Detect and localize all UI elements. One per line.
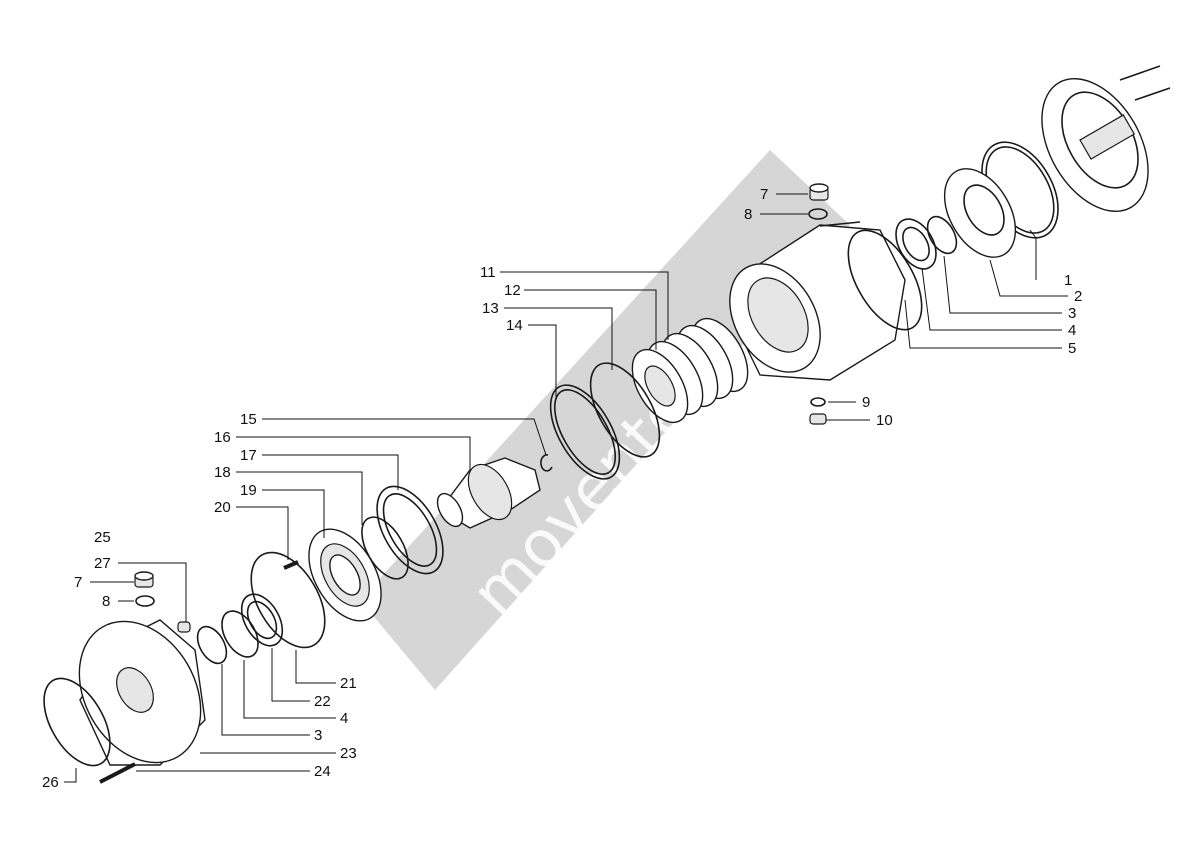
callout-24: 24 <box>314 763 331 780</box>
part-cover-2 <box>943 168 1017 258</box>
callout-8: 8 <box>744 206 752 223</box>
callout-13: 13 <box>482 300 499 317</box>
callout-25: 25 <box>94 529 111 546</box>
part-circlip-15 <box>540 454 553 472</box>
callout-18: 18 <box>214 464 231 481</box>
part-clutch-discs-11-12 <box>631 317 749 424</box>
leader-lines <box>64 193 1068 783</box>
callout-8b: 8 <box>102 593 110 610</box>
callout-11: 11 <box>480 264 496 281</box>
callout-9: 9 <box>862 394 870 411</box>
callout-3: 3 <box>1068 305 1076 322</box>
part-ring-4 <box>895 218 937 270</box>
part-oring-8-lower <box>135 595 155 607</box>
callout-23: 23 <box>340 745 357 762</box>
callout-4: 4 <box>1068 322 1076 339</box>
part-end-cover-23 <box>78 619 206 766</box>
watermark: movente.ru <box>360 150 850 690</box>
part-plug-7-lower <box>134 571 154 588</box>
part-ring-14 <box>549 384 621 480</box>
callout-2: 2 <box>1074 288 1082 305</box>
callout-4b: 4 <box>340 710 348 727</box>
part-plug-27 <box>177 621 191 633</box>
part-oring-26 <box>43 677 111 767</box>
part-ring-3 <box>926 215 958 255</box>
part-housing-5 <box>729 221 923 381</box>
callout-26: 26 <box>42 774 59 791</box>
part-oring-9 <box>810 397 826 407</box>
part-oring-21 <box>250 551 326 649</box>
callout-10: 10 <box>876 412 893 429</box>
callout-labels: 1 2 3 4 5 7 8 9 10 11 12 13 14 15 16 17 … <box>42 186 1082 791</box>
callout-14: 14 <box>506 317 523 334</box>
callout-7: 7 <box>760 186 768 203</box>
part-splined-shaft-16 <box>436 457 541 529</box>
callout-20: 20 <box>214 499 231 516</box>
callout-22: 22 <box>314 693 331 710</box>
part-ring-3-lower <box>196 625 228 665</box>
part-ring-17 <box>376 485 444 575</box>
part-output-flange <box>1041 65 1171 212</box>
callout-7b: 7 <box>74 574 82 591</box>
callout-5: 5 <box>1068 340 1076 357</box>
callout-12: 12 <box>504 282 521 299</box>
part-plug-10 <box>809 413 827 425</box>
part-ring-13 <box>589 362 661 458</box>
callout-17: 17 <box>240 447 257 464</box>
part-plug-7-upper <box>809 183 829 201</box>
callout-15: 15 <box>240 411 257 428</box>
part-ring-4-lower <box>221 610 259 658</box>
callout-21: 21 <box>340 675 357 692</box>
part-oring-8-upper <box>808 208 828 220</box>
part-pin-24 <box>99 762 136 784</box>
part-ring-22 <box>240 593 284 647</box>
callout-16: 16 <box>214 429 231 446</box>
callout-19: 19 <box>240 482 257 499</box>
callout-27: 27 <box>94 555 111 572</box>
callout-3b: 3 <box>314 727 322 744</box>
part-bearing-19 <box>308 528 382 622</box>
callout-1: 1 <box>1064 272 1072 289</box>
